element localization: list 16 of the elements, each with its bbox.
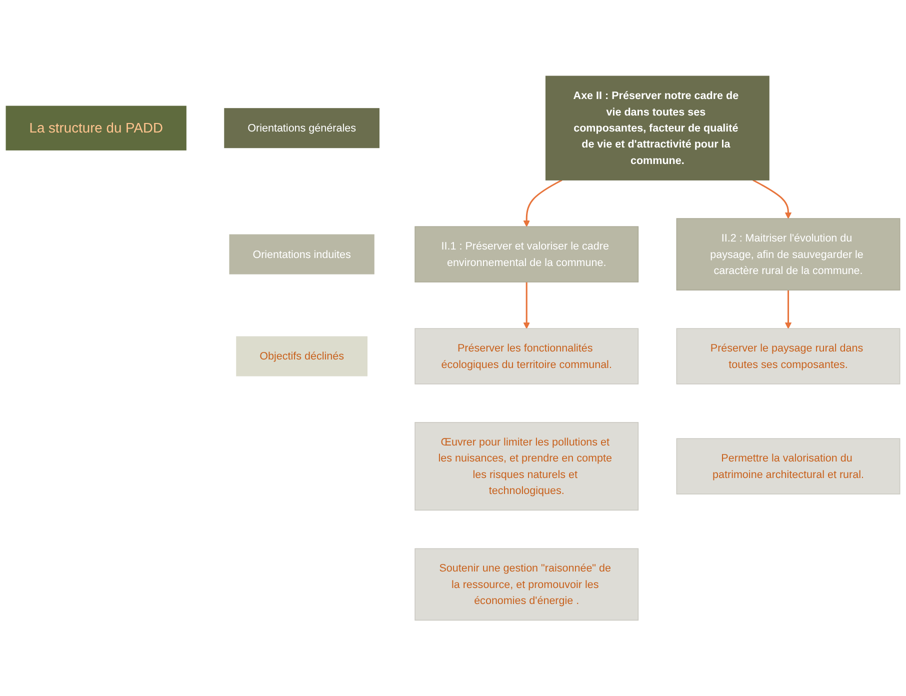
node-box: Soutenir une gestion "raisonnée" de la ressource, et promouvoir les économies d'énergie . [414,548,639,620]
arrow [784,290,792,329]
arrow [523,179,562,227]
arrow [752,179,792,219]
node-box: Orientations générales [224,108,380,148]
node-box: Permettre la valorisation du patrimoine architectural et rural. [676,438,900,494]
node-box: Orientations induites [229,234,374,274]
node-box: Axe II : Préserver notre cadre de vie dans toutes ses composantes, facteur de qualité de vie et d'attractivité pour la commune. [545,76,770,180]
node-box: II.1 : Préserver et valoriser le cadre environnemental de la commune. [414,226,639,282]
node-box: Préserver le paysage rural dans toutes ses composantes. [676,328,900,384]
node-box: Objectifs déclinés [236,336,368,376]
node-box: II.2 : Maitriser l'évolution du paysage, afin de sauvegarder le caractère rural de la commune. [676,218,900,290]
node-box: La structure du PADD [6,106,186,150]
node-box: Préserver les fonctionnalités écologiques du territoire communal. [414,328,639,384]
arrow [523,282,530,329]
node-box: Œuvrer pour limiter les pollutions et les nuisances, et prendre en compte les risques naturels et technologiques. [414,422,639,510]
